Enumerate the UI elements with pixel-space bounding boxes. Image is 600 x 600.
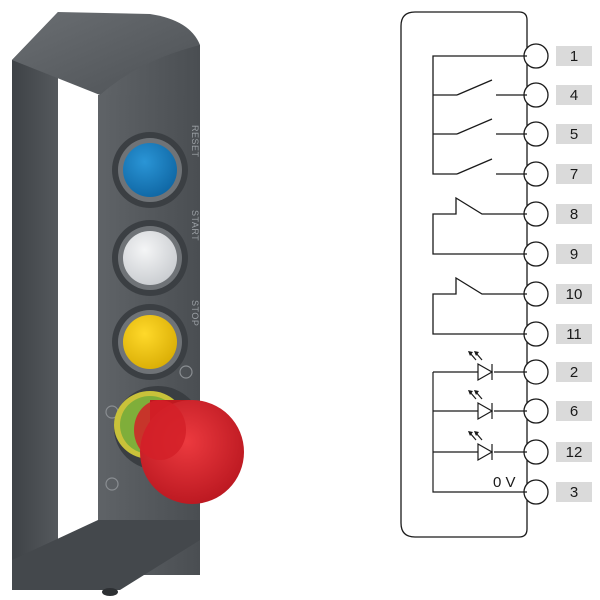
terminal-number: 2 [570, 364, 578, 381]
terminal-number-box [556, 164, 592, 184]
terminal-connector [523, 82, 549, 108]
terminal-number: 11 [566, 326, 582, 343]
terminal-connector [523, 321, 549, 347]
terminal-number-box [556, 284, 592, 304]
terminal-column: 1 4 5 7 8 9 10 11 2 6 12 3 [523, 43, 592, 505]
terminal-connector [523, 359, 549, 385]
terminal-connector [523, 439, 549, 465]
indicator-icon [179, 365, 193, 379]
terminal-number: 6 [570, 403, 578, 420]
terminal-number-box [556, 124, 592, 144]
terminal-number-box [556, 324, 592, 344]
led-indicators [432, 352, 527, 493]
enclosure-outline [400, 11, 528, 538]
terminal-number: 4 [570, 87, 578, 104]
terminal-number-box [556, 85, 592, 105]
terminal-connector [523, 43, 549, 69]
terminal-number: 9 [570, 246, 578, 263]
terminal-number: 7 [570, 166, 578, 183]
terminal-number: 10 [566, 286, 583, 303]
terminal-connector [523, 479, 549, 505]
terminal-connector [523, 121, 549, 147]
terminal-connector [523, 161, 549, 187]
housing-bottom [12, 520, 200, 590]
led-arrowheads [468, 351, 479, 436]
terminal-connector [523, 281, 549, 307]
housing-side [12, 12, 58, 580]
normally-closed-contact-1 [432, 196, 527, 255]
terminal-connector [523, 201, 549, 227]
terminal-number: 5 [570, 126, 578, 143]
terminal-number-box [556, 204, 592, 224]
terminal-number-box [556, 442, 592, 462]
stop-label: STOP [190, 300, 200, 326]
stop-button[interactable] [112, 304, 188, 380]
emergency-stop-button[interactable] [114, 386, 244, 504]
start-label: START [190, 210, 200, 241]
terminal-connector [523, 241, 549, 267]
normally-closed-contact-2 [432, 276, 527, 335]
terminal-number: 8 [570, 206, 578, 223]
terminal-connector [523, 398, 549, 424]
terminal-number-box [556, 401, 592, 421]
zero-volt-label: 0 V [493, 474, 516, 491]
indicator-icon [105, 477, 119, 491]
normally-open-contacts [432, 55, 527, 175]
reset-label: RESET [190, 125, 200, 158]
terminal-number-box [556, 46, 592, 66]
start-button[interactable] [112, 220, 188, 296]
terminal-number-box [556, 362, 592, 382]
terminal-number-box [556, 244, 592, 264]
mounting-foot [102, 588, 118, 596]
terminal-number: 1 [570, 48, 578, 65]
terminal-number-box [556, 482, 592, 502]
control-station-illustration: RESET START STOP [12, 12, 244, 596]
reset-button[interactable] [112, 132, 188, 208]
terminal-number: 12 [566, 444, 583, 461]
terminal-number: 3 [570, 484, 578, 501]
